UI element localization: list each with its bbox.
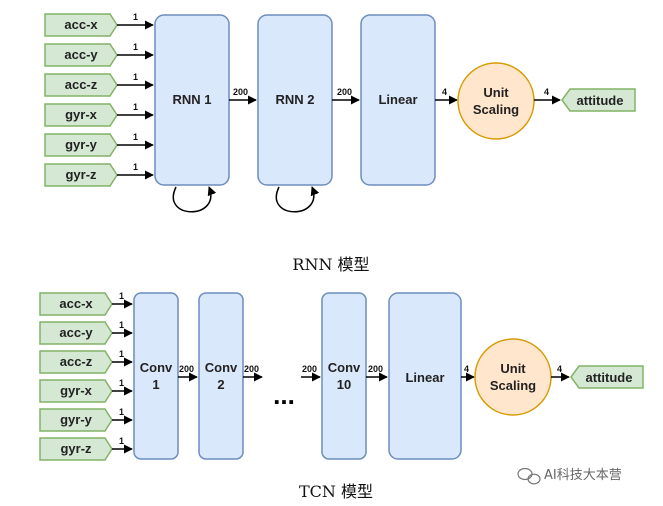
wechat-icon [517,467,541,485]
rnn-edge-label: 200 [337,87,352,97]
rnn1-label: RNN 1 [172,92,211,107]
rnn-input-dim: 1 [133,102,138,112]
rnn-input-acc-x: acc-x [44,13,118,37]
tcn-edge-label: 4 [557,364,562,374]
tcn-edge-label: 200 [302,364,317,374]
unit-scaling-label: Scaling [473,102,519,117]
conv10-block: Conv 10 [321,292,367,460]
tcn-input-label: acc-x [59,296,93,311]
rnn-edge-label: 4 [442,87,447,97]
conv2-label: Conv [205,360,238,375]
conv1-index: 1 [152,377,159,392]
rnn-input-dim: 1 [133,72,138,82]
rnn-unit-scaling: Unit Scaling [457,62,535,140]
rnn-input-label: acc-y [64,47,98,62]
tcn-input-dim: 1 [119,378,124,388]
tcn-input-dim: 1 [119,291,124,301]
output-label: attitude [586,370,633,385]
rnn-input-label: acc-z [65,77,98,92]
rnn-input-gyr-y: gyr-y [44,133,118,157]
conv2-block: Conv 2 [198,292,244,460]
tcn-input-dim: 1 [119,407,124,417]
rnn-linear-block: Linear [360,14,436,186]
watermark-text: AI科技大本营 [544,468,622,483]
tcn-linear-block: Linear [388,292,462,460]
rnn1-recurrent-loop [172,186,217,213]
conv1-label: Conv [140,360,173,375]
rnn-input-label: acc-x [64,17,98,32]
conv10-index: 10 [337,377,351,392]
tcn-output-attitude: attitude [570,365,644,389]
ellipsis-dots: ... [273,380,295,410]
tcn-edge-label: 200 [368,364,383,374]
tcn-unit-scaling: Unit Scaling [474,338,552,416]
rnn-input-dim: 1 [133,162,138,172]
unit-scaling-label: Scaling [490,378,536,393]
tcn-input-label: gyr-y [60,412,93,427]
rnn-input-acc-y: acc-y [44,43,118,67]
rnn-caption: RNN 模型 [292,255,369,274]
rnn-edge-label: 4 [544,87,549,97]
conv2-index: 2 [217,377,224,392]
tcn-input-label: acc-y [59,325,93,340]
tcn-edge-label: 200 [179,364,194,374]
tcn-linear-label: Linear [405,370,444,385]
rnn-input-acc-z: acc-z [44,73,118,97]
tcn-input-acc-z: acc-z [39,350,113,374]
tcn-input-arrows: 1 1 1 1 1 1 [112,291,133,454]
tcn-input-gyr-y: gyr-y [39,408,113,432]
rnn-input-label: gyr-z [65,167,97,182]
conv10-label: Conv [328,360,361,375]
rnn-input-dim: 1 [133,132,138,142]
tcn-input-gyr-x: gyr-x [39,379,113,403]
tcn-input-label: acc-z [60,354,93,369]
tcn-input-dim: 1 [119,349,124,359]
rnn-input-label: gyr-x [65,107,98,122]
rnn-linear-label: Linear [378,92,417,107]
rnn-input-gyr-x: gyr-x [44,103,118,127]
watermark: AI科技大本营 [517,467,622,485]
tcn-edge-label: 200 [244,364,259,374]
rnn2-block: RNN 2 [257,14,333,186]
rnn-input-dim: 1 [133,12,138,22]
tcn-input-label: gyr-x [60,383,93,398]
unit-scaling-label: Unit [483,85,509,100]
tcn-input-acc-x: acc-x [39,292,113,316]
rnn-input-label: gyr-y [65,137,98,152]
conv1-block: Conv 1 [133,292,179,460]
tcn-caption: TCN 模型 [299,482,373,501]
tcn-input-label: gyr-z [60,441,92,456]
rnn-input-gyr-z: gyr-z [44,163,118,187]
tcn-input-dim: 1 [119,436,124,446]
tcn-model: acc-x acc-y acc-z gyr-x gyr-y gyr-z [39,291,644,501]
tcn-input-gyr-z: gyr-z [39,437,113,461]
unit-scaling-label: Unit [500,361,526,376]
rnn-input-dim: 1 [133,42,138,52]
rnn1-block: RNN 1 [154,14,230,186]
rnn-input-arrows: 1 1 1 1 1 1 [117,12,154,180]
output-label: attitude [577,93,624,108]
rnn2-recurrent-loop [275,186,320,213]
rnn-model: acc-x acc-y acc-z gyr-x gyr-y gyr-z [44,12,636,274]
rnn2-label: RNN 2 [275,92,314,107]
rnn-output-attitude: attitude [561,88,636,112]
tcn-edge-label: 4 [464,364,469,374]
rnn-edge-label: 200 [233,87,248,97]
tcn-input-acc-y: acc-y [39,321,113,345]
tcn-input-dim: 1 [119,320,124,330]
